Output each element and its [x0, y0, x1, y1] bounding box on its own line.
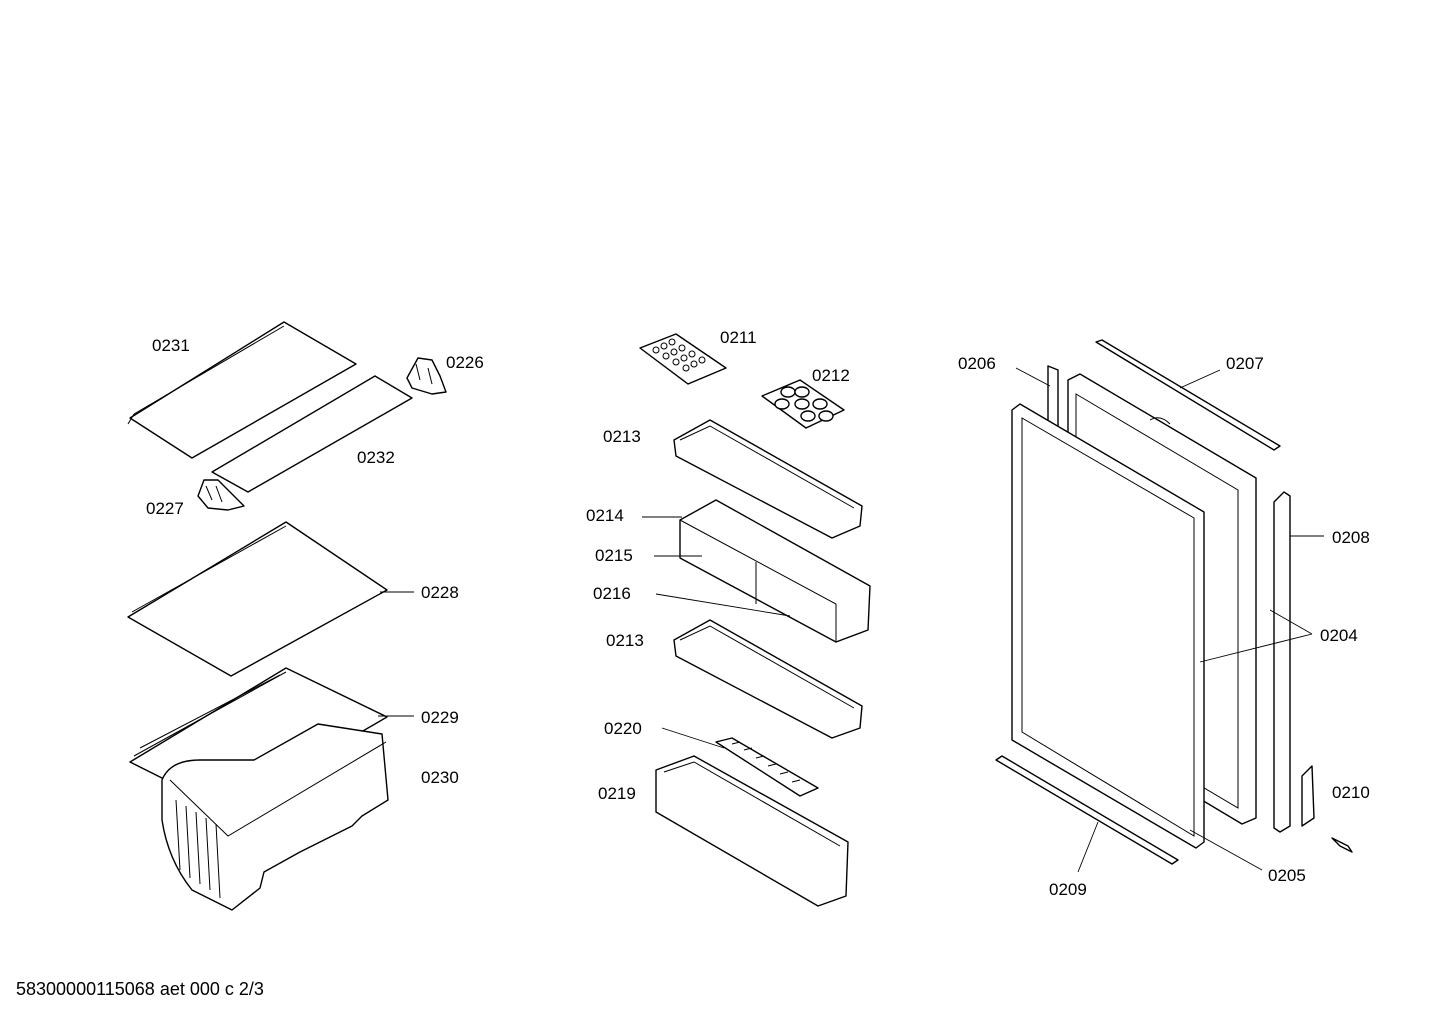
leader-0205 — [1189, 829, 1263, 871]
door-bin-0213-top-drawing — [673, 419, 863, 539]
label-0208: 0208 — [1332, 528, 1370, 547]
shelf-0231-drawing — [127, 321, 357, 459]
crisper-drawer-0230-drawing — [161, 723, 389, 911]
label-0206: 0206 — [958, 354, 996, 373]
ice-tray-0211-drawing — [639, 333, 727, 385]
door-gasket-0205-drawing — [1011, 403, 1205, 849]
door-bin-0219-drawing — [655, 755, 849, 907]
label-0232: 0232 — [357, 448, 395, 467]
egg-tray-0212-drawing — [761, 379, 845, 429]
leader-0207 — [1179, 369, 1221, 389]
label-0214: 0214 — [586, 506, 624, 525]
door-bin-0214-drawing — [679, 499, 871, 643]
label-0210: 0210 — [1332, 783, 1370, 802]
label-0230: 0230 — [421, 768, 459, 787]
label-0209: 0209 — [1049, 880, 1087, 899]
leader-0204b — [1269, 609, 1313, 635]
label-0220: 0220 — [604, 719, 642, 738]
label-0228: 0228 — [421, 583, 459, 602]
label-0216: 0216 — [593, 584, 631, 603]
label-0227: 0227 — [146, 499, 184, 518]
label-0211: 0211 — [720, 328, 757, 347]
hinge-0210-drawing — [1301, 765, 1353, 853]
leader-0206 — [1015, 367, 1051, 387]
label-0213-bottom: 0213 — [606, 631, 644, 650]
document-footer-code: 58300000115068 aet 000 c 2/3 — [16, 979, 264, 999]
label-0212: 0212 — [812, 366, 850, 385]
door-bin-0213-bottom-drawing — [673, 619, 863, 739]
leader-0220 — [661, 727, 725, 749]
leader-0204a — [1199, 633, 1313, 663]
trim-strip-0209-drawing — [995, 755, 1179, 865]
label-0207: 0207 — [1226, 354, 1264, 373]
bracket-0226-drawing — [406, 357, 447, 395]
divider-0220-drawing — [715, 737, 819, 797]
shelf-0232-drawing — [211, 375, 413, 493]
label-0205: 0205 — [1268, 866, 1306, 885]
label-0229: 0229 — [421, 708, 459, 727]
label-0226: 0226 — [446, 353, 484, 372]
hinge-strip-0207-drawing — [1095, 339, 1281, 451]
label-0215: 0215 — [595, 546, 633, 565]
label-0213-top: 0213 — [603, 427, 641, 446]
leader-0209 — [1077, 821, 1099, 873]
bracket-0227-drawing — [197, 479, 245, 511]
label-0219: 0219 — [598, 784, 636, 803]
leader-0216 — [655, 593, 791, 617]
trim-strip-0208-drawing — [1273, 491, 1291, 833]
label-0204: 0204 — [1320, 626, 1358, 645]
label-0231: 0231 — [152, 336, 190, 355]
shelf-0228-drawing — [127, 521, 388, 677]
